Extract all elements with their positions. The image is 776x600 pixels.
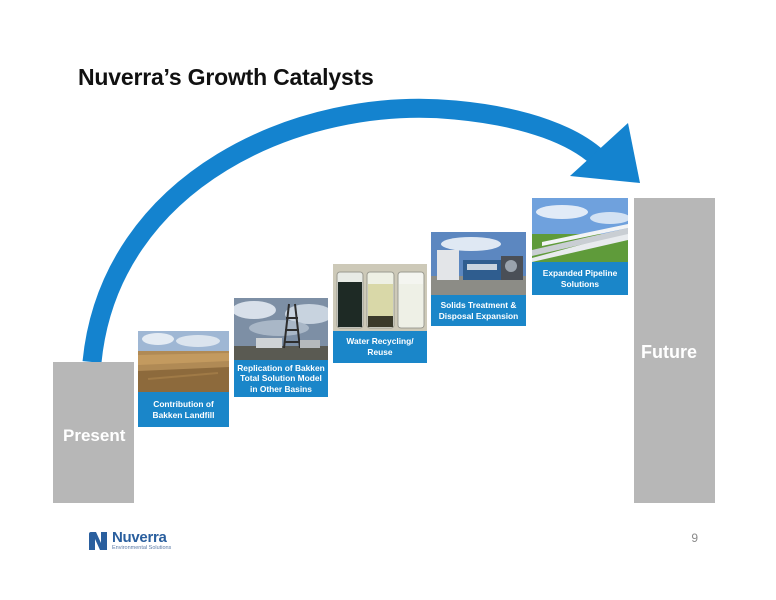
step-caption-landfill: Contribution of Bakken Landfill: [152, 398, 215, 420]
future-bar: [634, 198, 715, 503]
pipeline-photo: [532, 198, 628, 262]
future-label: Future: [641, 342, 697, 362]
step-landfill: Contribution of Bakken Landfill: [138, 331, 229, 427]
logo-name: Nuverra: [112, 528, 167, 546]
step-water-recycling: Water Recycling/ Reuse: [333, 264, 427, 363]
nuverra-logo-icon: [89, 532, 107, 550]
step-caption-pipeline: Expanded Pipeline Solutions: [542, 267, 618, 289]
step-solids-treatment: Solids Treatment & Disposal Expansion: [431, 232, 526, 326]
water-beakers-photo: [333, 264, 427, 331]
step-caption-replication: Replication of Bakken Total Solution Mod…: [237, 362, 325, 394]
drilling-rig-photo: [234, 298, 328, 360]
treatment-facility-photo: [431, 232, 526, 295]
landfill-photo: [138, 331, 229, 392]
logo-tagline: Environmental Solutions: [112, 544, 172, 551]
step-pipeline: Expanded Pipeline Solutions: [532, 198, 628, 295]
step-caption-water-recycling: Water Recycling/ Reuse: [346, 336, 414, 357]
present-label: Present: [63, 426, 126, 445]
page-number: 9: [691, 531, 698, 545]
step-replication: Replication of Bakken Total Solution Mod…: [234, 298, 328, 397]
present-bar: [53, 362, 134, 503]
step-caption-solids-treatment: Solids Treatment & Disposal Expansion: [438, 299, 519, 321]
slide-title: Nuverra’s Growth Catalysts: [78, 64, 374, 90]
nuverra-logo: Nuverra Environmental Solutions: [87, 530, 171, 552]
